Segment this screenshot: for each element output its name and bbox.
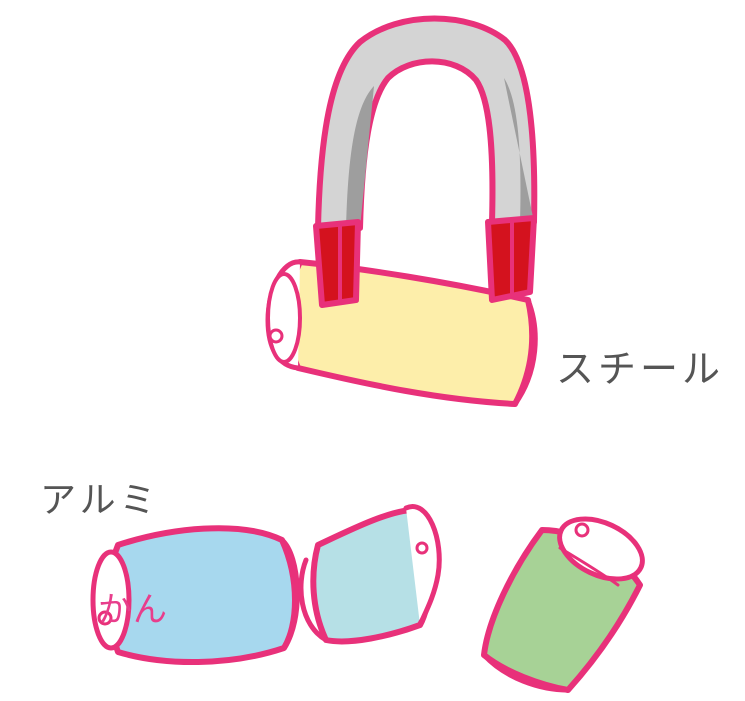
- can-label: かん: [98, 590, 168, 630]
- aluminum-can-blue: [90, 525, 300, 665]
- aluminum-can-green: [481, 516, 645, 693]
- aluminum-can-small: [298, 504, 442, 645]
- magnet: [313, 15, 538, 308]
- aluminum-label: アルミ: [40, 480, 160, 521]
- steel-label: スチール: [556, 347, 725, 391]
